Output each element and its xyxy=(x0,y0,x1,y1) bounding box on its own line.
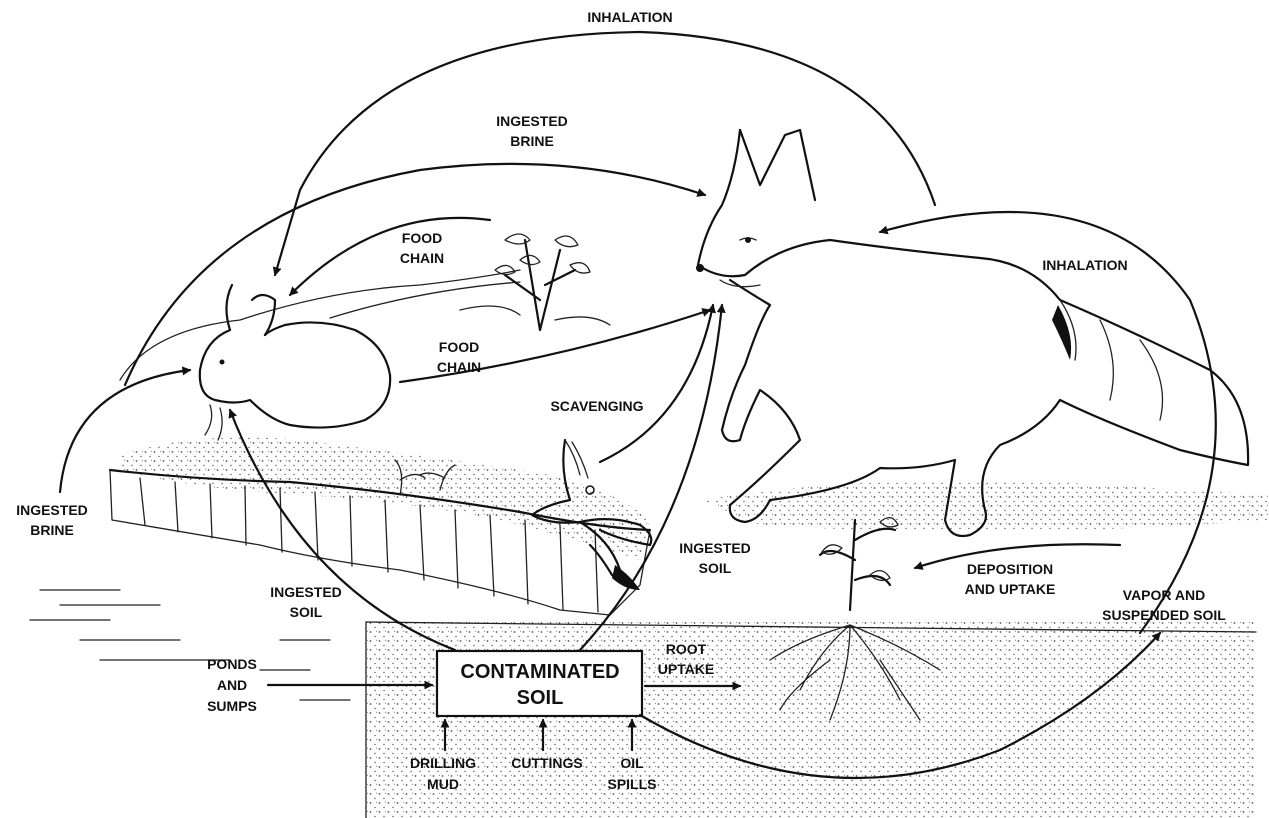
label-deposition-uptake-2: AND UPTAKE xyxy=(965,581,1056,597)
label-inhalation-top: INHALATION xyxy=(587,9,672,25)
label-cuttings: CUTTINGS xyxy=(511,755,583,771)
label-ingested-soil-left-2: SOIL xyxy=(290,604,323,620)
label-drilling-mud-2: MUD xyxy=(427,776,459,792)
contaminated-soil-title: CONTAMINATED xyxy=(460,661,619,683)
arrow-food-chain-upper xyxy=(290,218,490,295)
label-food-chain-lower-1: FOOD xyxy=(439,339,479,355)
label-deposition-uptake-1: DEPOSITION xyxy=(967,561,1053,577)
label-ingested-brine-top-2: BRINE xyxy=(510,133,554,149)
contaminated-soil-box: CONTAMINATED SOIL xyxy=(437,651,642,716)
label-root-uptake-1: ROOT xyxy=(666,641,707,657)
label-oil-spills-2: SPILLS xyxy=(607,776,656,792)
label-ingested-brine-left-1: INGESTED xyxy=(16,502,88,518)
label-ingested-brine-left-2: BRINE xyxy=(30,522,74,538)
label-ingested-soil-left-1: INGESTED xyxy=(270,584,342,600)
shrub-figure xyxy=(460,234,610,330)
label-food-chain-lower-2: CHAIN xyxy=(437,359,481,375)
label-root-uptake-2: UPTAKE xyxy=(658,661,715,677)
label-oil-spills-1: OIL xyxy=(620,755,644,771)
label-drilling-mud-1: DRILLING xyxy=(410,755,476,771)
label-inhalation-right: INHALATION xyxy=(1042,257,1127,273)
arrow-ingested-brine-top xyxy=(125,164,705,385)
arrow-inhalation-top xyxy=(275,32,935,275)
label-food-chain-upper-1: FOOD xyxy=(402,230,442,246)
label-ponds-sumps-3: SUMPS xyxy=(207,698,257,714)
label-vapor-suspended-1: VAPOR AND xyxy=(1123,587,1205,603)
label-ingested-soil-mid-1: INGESTED xyxy=(679,540,751,556)
label-vapor-suspended-2: SUSPENDED SOIL xyxy=(1102,607,1226,623)
label-ingested-brine-top-1: INGESTED xyxy=(496,113,568,129)
fox-figure xyxy=(696,130,1248,536)
label-scavenging: SCAVENGING xyxy=(550,398,643,414)
label-ingested-soil-mid-2: SOIL xyxy=(699,560,732,576)
label-food-chain-upper-2: CHAIN xyxy=(400,250,444,266)
contaminated-soil-subtitle: SOIL xyxy=(517,687,564,709)
label-ponds-sumps-2: AND xyxy=(217,677,247,693)
label-ponds-sumps-1: PONDS xyxy=(207,656,257,672)
arrow-ingested-soil-mid xyxy=(580,305,722,650)
